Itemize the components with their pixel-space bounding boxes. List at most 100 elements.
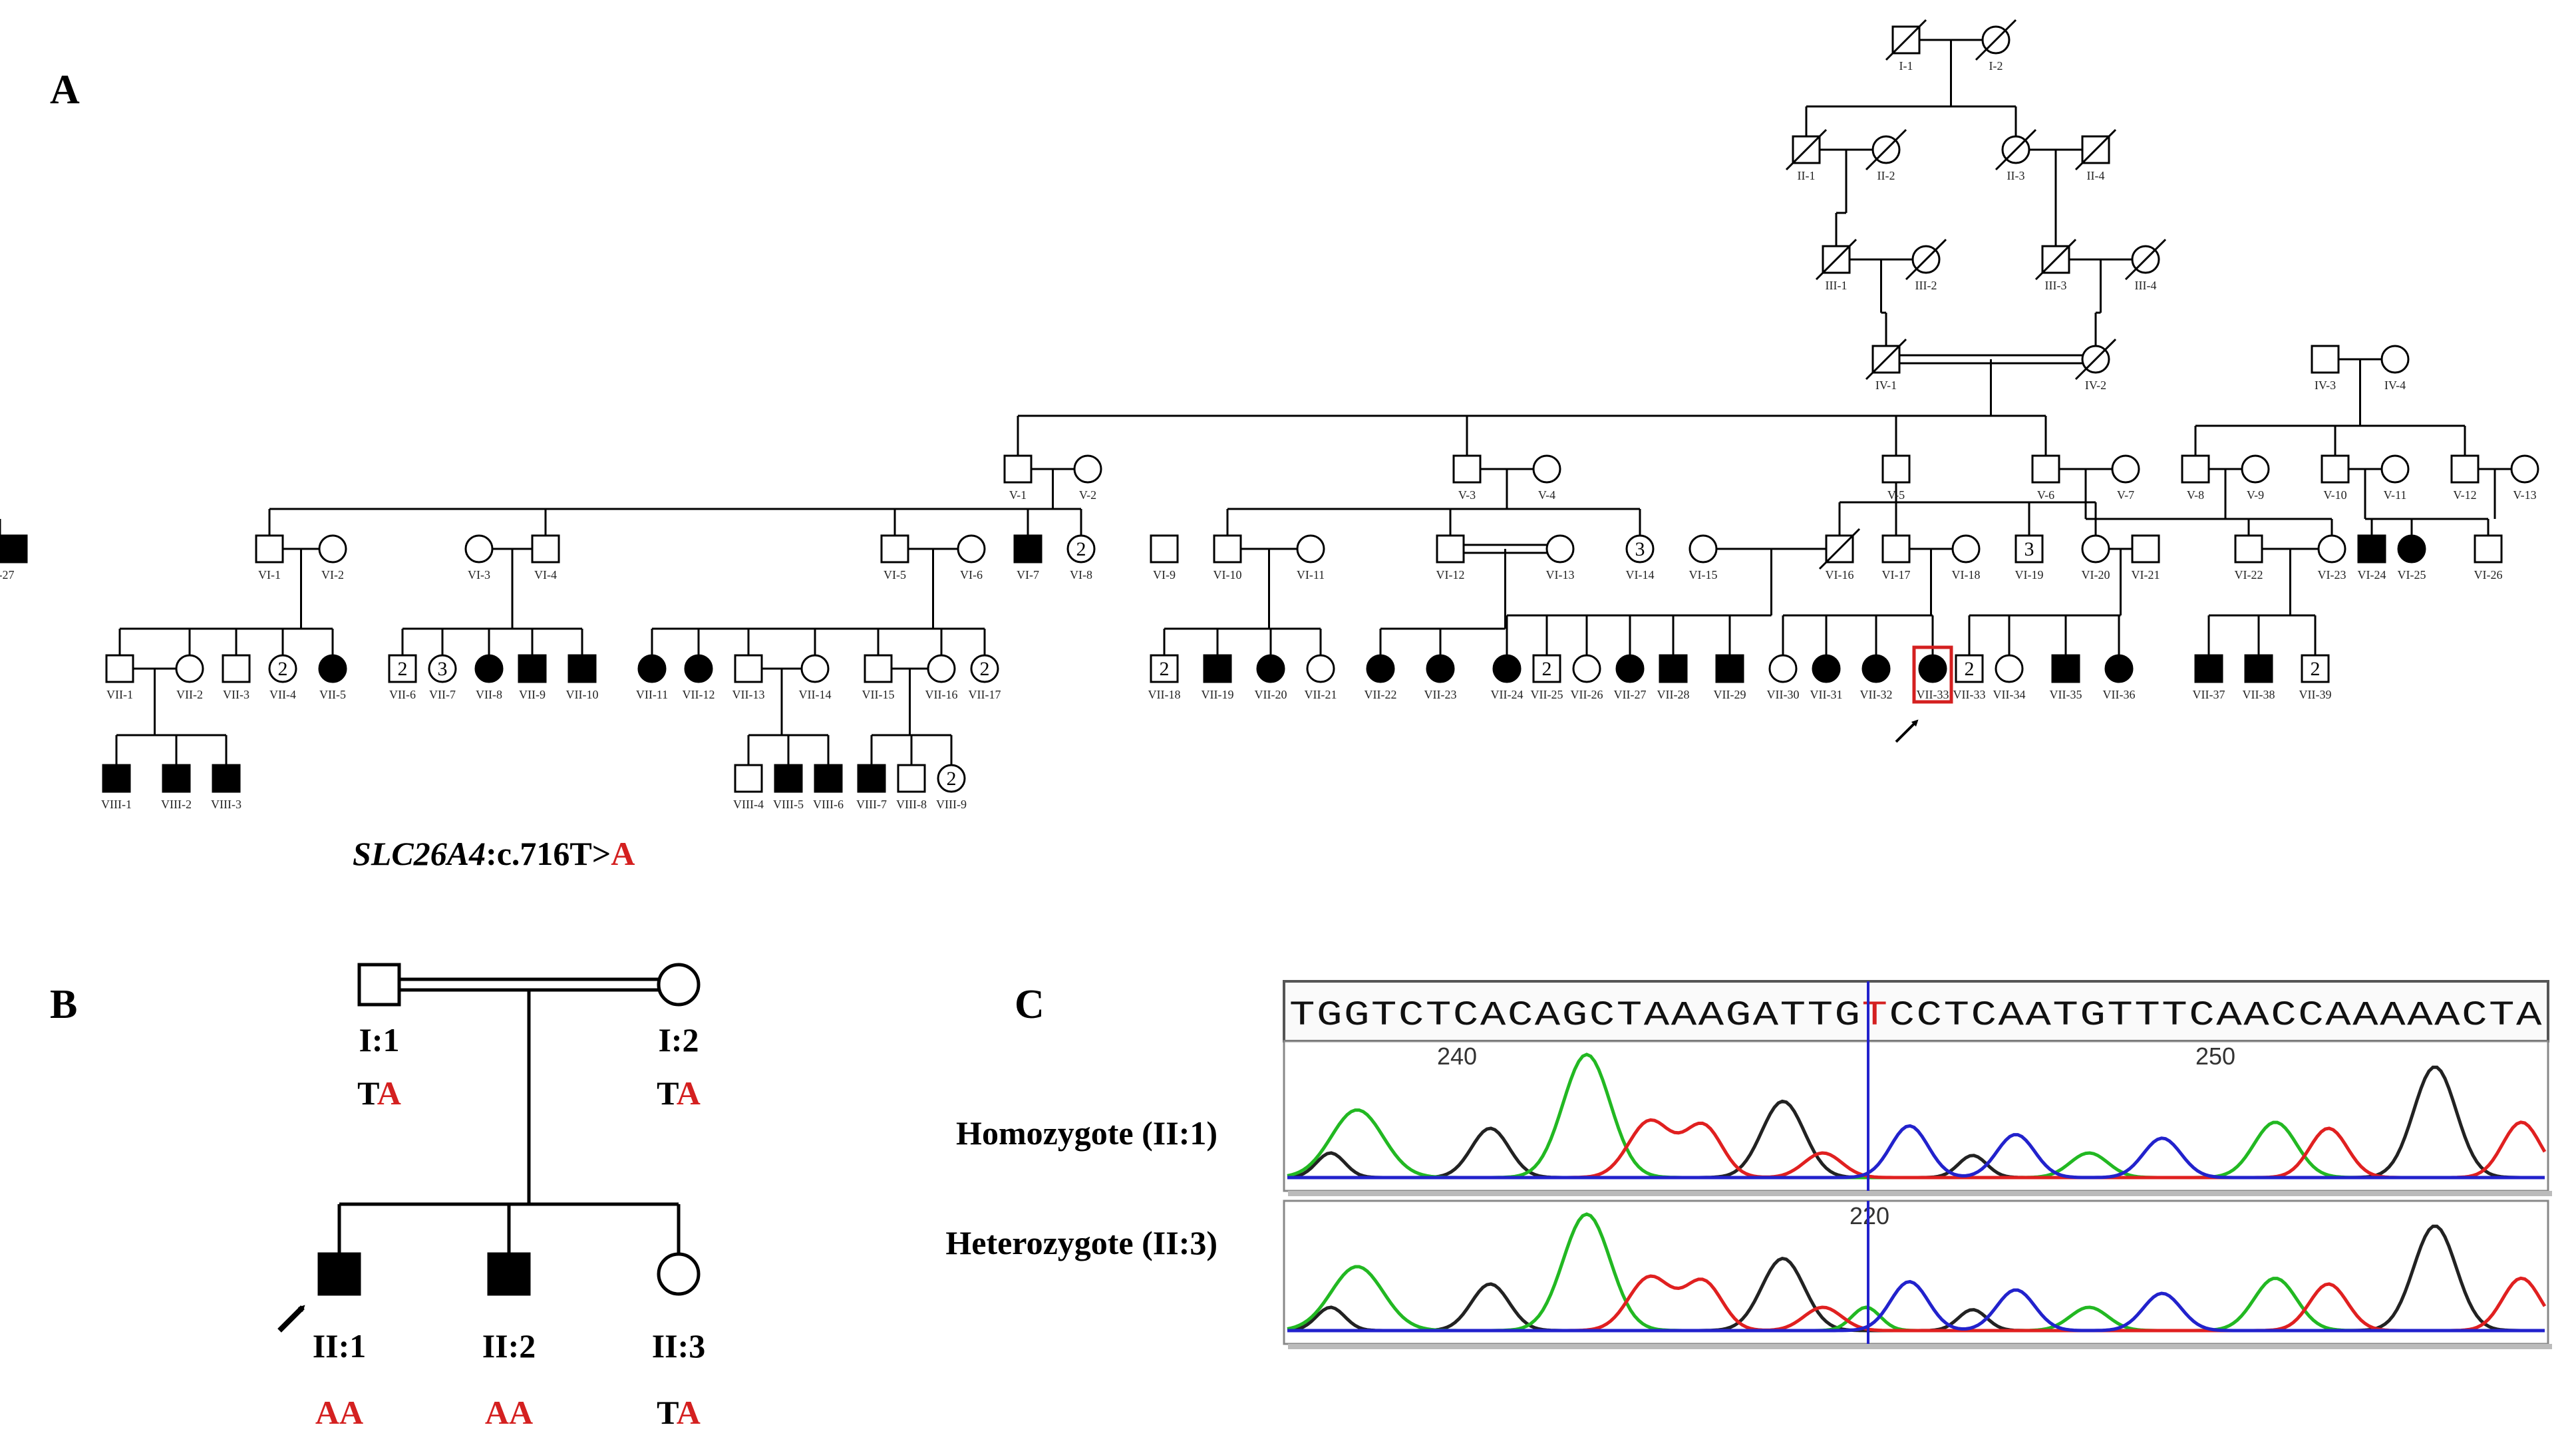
individual-id: VIII-9 [936,798,967,811]
individual-VII-35: VII-35 [2050,654,2082,701]
individual-id: VI-14 [1626,568,1655,581]
female-symbol [937,764,966,793]
individual-VI-24: VI-24 [2357,534,2386,581]
genotype: TA [657,1394,701,1431]
individual-id: II-3 [2007,169,2025,182]
individual-id: III-4 [2135,279,2157,292]
panel-label-a: A [50,67,80,112]
affected-female-symbol [1918,654,1947,683]
proband-box [1912,645,1953,704]
individual-VI-16: VI-16 [1818,528,1861,581]
individual-id: VII-7 [429,688,456,701]
individual-VII-38: VII-38 [2243,654,2275,701]
sibling-count: 3 [1635,538,1645,560]
male-symbol [1150,654,1179,683]
allele: A [339,1394,363,1431]
affected-male-symbol [1013,534,1043,564]
individual-VII-11: VII-11 [636,654,668,701]
individual-id: VI-16 [1826,568,1854,581]
individual-id: VII-37 [2193,688,2225,701]
proband-arrow-b [277,1305,305,1333]
individual-id: VII-10 [566,688,599,701]
female-symbol [1545,534,1575,564]
individual-III-4: III-4 [2124,238,2167,292]
affected-male-symbol [814,764,843,793]
individual-id: IV-3 [2315,379,2336,392]
individual-id: VII-22 [1365,688,1397,701]
individual-id: V-2 [1079,488,1096,502]
individual-id: VI-10 [1213,568,1242,581]
individual-id: VII-2 [176,688,203,701]
genotype: TA [657,1074,701,1112]
individual-V-8: V-8 [2181,454,2210,502]
individual-VII-5: VII-5 [318,654,347,701]
affected-female-symbol [1861,654,1891,683]
individual-VII-24: VII-24 [1491,654,1523,701]
variant-change: :c.716T> [486,835,611,872]
individual-id: VII-6 [389,688,416,701]
affected-female-symbol [474,654,504,683]
individual-II-1: II-1 [1785,128,1828,182]
individual-id: VII-9 [519,688,546,701]
individual-id: VI-8 [1070,568,1092,581]
genotype: AA [315,1394,363,1431]
individual-VII-33: VII-33 [1912,645,1953,704]
affected-male-symbol [317,1252,361,1296]
individual-id: IV-1 [1875,379,1897,392]
individual-id: VII-23 [1424,688,1457,701]
female-symbol [1306,654,1335,683]
individual-VI-3: VI-3 [464,534,494,581]
female-symbol [318,534,347,564]
individual-id: V-5 [1887,488,1905,502]
individual-id: VI-22 [2235,568,2263,581]
individual-VI-8: 2VI-8 [1066,534,1096,581]
individual-VI-15: VI-15 [1689,534,1718,581]
individual-VI-23: VI-23 [2317,534,2346,581]
individual-VII-22: VII-22 [1365,654,1397,701]
individual-VI-18: VI-18 [1951,534,1981,581]
deceased-slash [1865,128,1907,171]
individual-id: VII-29 [1714,688,1746,701]
allele: T [357,1074,379,1112]
individual-id: VIII-5 [773,798,804,811]
affected-male-symbol [0,534,28,564]
sequence-after: CCTCAATGTTTCAACCAAAAACTA [1889,996,2543,1035]
individual-IV-2: IV-2 [2074,338,2117,392]
individual-id: I-1 [1899,59,1913,73]
female-symbol [175,654,204,683]
sibling-count: 2 [2311,658,2321,680]
trace-label: Heterozygote (II:3) [945,1224,1217,1261]
individual-VII-36: VII-36 [2103,654,2135,701]
individual-VIII-8: VIII-8 [896,764,927,811]
individual-id: VII-33 [1917,688,1949,701]
deceased-slash [1815,238,1857,281]
frame-shadow [1288,1191,2552,1196]
female-symbol [1296,534,1325,564]
individual-V-2: V-2 [1073,454,1102,502]
individual-VII-37: VII-37 [2193,654,2225,701]
individual-I-2: I-2 [1975,19,2017,73]
individual-VII-31: VII-31 [1810,654,1842,701]
female-symbol [1625,534,1655,564]
affected-male-symbol [212,764,241,793]
sibling-count: 3 [2024,538,2034,560]
individual-I:2: I:2TA [657,963,701,1112]
individual-VII-28: VII-28 [1657,654,1689,701]
male-symbol [2031,454,2060,484]
individual-III-2: III-2 [1905,238,1947,292]
male-symbol [2181,454,2210,484]
individual-id: VI-19 [2015,568,2044,581]
individual-V-12: V-12 [2450,454,2480,502]
female-symbol [927,654,956,683]
individual-VII-23: VII-23 [1424,654,1457,701]
individual-id: IV-2 [2085,379,2106,392]
male-symbol [531,534,560,564]
individual-id: V-7 [2117,488,2134,502]
affected-male-symbol [567,654,597,683]
deceased-slash [1995,128,2037,171]
male-symbol [2450,454,2480,484]
deceased-slash [2124,238,2167,281]
individual-id: VII-12 [683,688,715,701]
